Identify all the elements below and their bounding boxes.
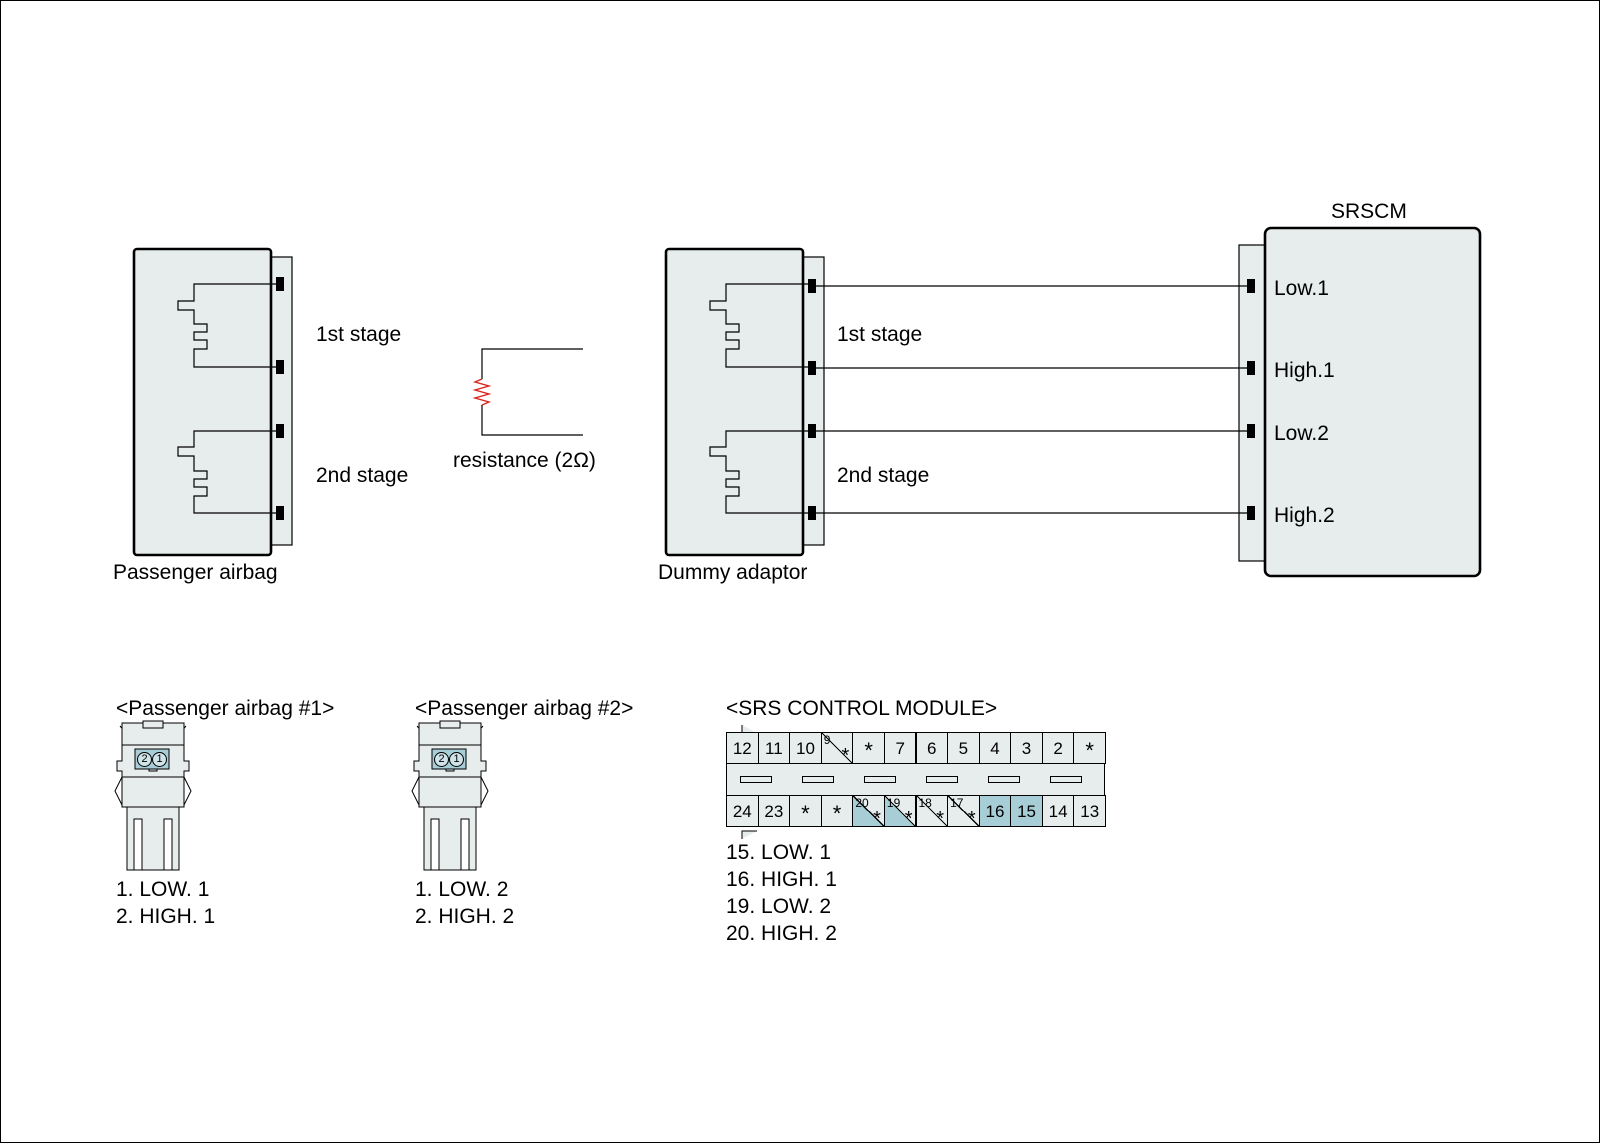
connector-pin: *: [820, 795, 854, 827]
airbag1-connector-drawing: [114, 720, 192, 871]
pin-list-item: 15. LOW. 1: [726, 841, 832, 864]
connector-slot: [988, 776, 1020, 783]
resistance-label: resistance (2Ω): [453, 449, 596, 472]
connector-pin: 20 *: [852, 795, 885, 830]
connector-middle-row: [726, 763, 1105, 796]
srscm-terminal-high1: High.1: [1274, 359, 1335, 382]
connector-pin: 7: [883, 732, 917, 764]
pin-list-item: 19. LOW. 2: [726, 895, 832, 918]
pin-unused-mark: *: [904, 808, 913, 830]
srscm-title: SRSCM: [1331, 200, 1407, 223]
pin-unused-mark: *: [967, 808, 976, 830]
connector-pin: 4: [978, 732, 1012, 764]
connector-pin: 3: [1010, 732, 1043, 764]
connector-pin: *: [1073, 732, 1106, 764]
connector-pin: 5: [947, 732, 980, 764]
pin-list-item: 2. HIGH. 1: [116, 905, 216, 928]
connector-pin: 23: [757, 795, 791, 827]
pin-number: 17: [950, 796, 964, 810]
connector-pin: 13: [1073, 795, 1106, 827]
passenger-airbag-body: [132, 247, 293, 557]
connector-pin: *: [852, 732, 885, 764]
pin-number: 19: [886, 796, 901, 810]
connector-pin: 24: [726, 795, 759, 827]
airbag1-pin-list: 1. LOW. 1 2. HIGH. 1: [116, 876, 215, 930]
connector-pin: *: [789, 795, 822, 827]
resistor-2ohm: [472, 348, 583, 436]
pin-list-item: 1. LOW. 1: [116, 878, 210, 901]
connector-pin: 11: [757, 732, 791, 764]
airbag2-pin-2-marker: 2: [434, 752, 449, 767]
pin-number: 18: [918, 796, 932, 810]
pin-list-item: 2. HIGH. 2: [415, 905, 515, 928]
adaptor-stage2-label: 2nd stage: [837, 464, 930, 487]
connector-slot: [926, 776, 958, 783]
srscm-terminal-high2: High.2: [1274, 504, 1335, 527]
connector-slot: [740, 776, 772, 783]
connector-pin: 10: [789, 732, 822, 764]
connector-pin: 14: [1041, 795, 1075, 827]
pin-number: 20: [855, 796, 869, 810]
pin-number: 9: [823, 733, 831, 747]
connector-pin: 15: [1010, 795, 1043, 827]
airbag2-pin-list: 1. LOW. 2 2. HIGH. 2: [415, 876, 514, 930]
dummy-adaptor-label: Dummy adaptor: [658, 561, 808, 584]
airbag1-connector-title: <Passenger airbag #1>: [116, 697, 335, 720]
pin-unused-mark: *: [841, 745, 850, 767]
connector-pin: 19*: [883, 795, 917, 830]
airbag2-connector-drawing: [411, 720, 489, 871]
connector-pin: 12: [726, 732, 759, 764]
pin-list-item: 1. LOW. 2: [415, 878, 509, 901]
connector-pin: 6: [915, 732, 949, 764]
srscm-terminal-low2: Low.2: [1274, 422, 1329, 445]
airbag1-pin-1-marker: 1: [152, 752, 167, 767]
pin-unused-mark: *: [873, 808, 881, 830]
airbag2-connector-title: <Passenger airbag #2>: [415, 697, 634, 720]
dummy-adaptor-body: [664, 247, 825, 557]
wires: [815, 285, 1252, 514]
connector-pin: 18 *: [915, 795, 949, 830]
pin-unused-mark: *: [936, 808, 945, 830]
terminals: [808, 279, 1255, 520]
airbag2-pin-1-marker: 1: [449, 752, 464, 767]
connector-slot: [864, 776, 896, 783]
connector-slot: [1050, 776, 1082, 783]
srs-module-connector-title: <SRS CONTROL MODULE>: [726, 697, 998, 720]
pin-list-item: 20. HIGH. 2: [726, 922, 837, 945]
connector-pin: 17*: [947, 795, 980, 830]
connector-pin: 16: [978, 795, 1012, 827]
srscm-terminal-low1: Low.1: [1274, 277, 1329, 300]
pin-list-item: 16. HIGH. 1: [726, 868, 837, 891]
adaptor-stage1-label: 1st stage: [837, 323, 923, 346]
airbag-stage2-label: 2nd stage: [316, 464, 409, 487]
connector-pin: 9*: [820, 732, 854, 767]
connector-pin: 2: [1041, 732, 1075, 764]
passenger-airbag-label: Passenger airbag: [113, 561, 278, 584]
srs-module-pin-list: 15. LOW. 1 16. HIGH. 1 19. LOW. 2 20. HI…: [726, 839, 837, 947]
airbag1-pin-2-marker: 2: [137, 752, 152, 767]
airbag-stage1-label: 1st stage: [316, 323, 402, 346]
connector-slot: [802, 776, 834, 783]
